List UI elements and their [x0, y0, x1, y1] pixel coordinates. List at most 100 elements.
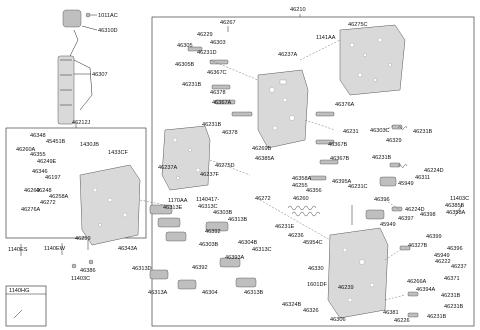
- part-label: 46356: [306, 188, 322, 194]
- part-label: 1141AA: [316, 35, 336, 41]
- part-label: 46260: [24, 188, 40, 194]
- part-label: 46385B: [445, 203, 465, 209]
- part-label: 1433CF: [108, 150, 128, 156]
- part-label: 46226: [394, 318, 410, 324]
- sub-valve-body: [79, 164, 141, 246]
- part-label: 46395A: [332, 179, 352, 185]
- part-label: 46272: [40, 200, 56, 206]
- part-label: 46397: [398, 216, 414, 222]
- part-label: 46258A: [49, 194, 69, 200]
- part-label: 46303B: [199, 242, 219, 248]
- part-label: 46266A: [407, 279, 427, 285]
- part-label: 46313C: [252, 247, 272, 253]
- part-label: 46231B: [441, 293, 461, 299]
- part-label: 46355: [30, 152, 46, 158]
- separator-plate-46275d: [161, 125, 211, 191]
- part-label: 46305B: [175, 62, 195, 68]
- part-label: 46313D: [132, 266, 152, 272]
- springs: [287, 126, 408, 217]
- part-label: 46259: [75, 236, 91, 242]
- part-label: 46367B: [328, 142, 348, 148]
- part-label: 46224D: [405, 207, 425, 213]
- part-label: 46386: [80, 268, 96, 274]
- part-label: 46367B: [330, 156, 350, 162]
- part-label: 46371: [444, 276, 460, 282]
- part-label: 46231B: [427, 314, 447, 320]
- part-label: 46313A: [148, 290, 168, 296]
- part-label: 46306: [330, 317, 346, 323]
- part-label: 1140417-: [196, 197, 220, 203]
- part-label: 46313B: [228, 217, 248, 223]
- part-label: 46326: [303, 308, 319, 314]
- part-label: 46275D: [215, 163, 235, 169]
- lower-valve-body: [327, 227, 389, 319]
- part-label: 1601DF: [307, 282, 327, 288]
- part-label: 45954C: [303, 240, 323, 246]
- part-label: 45949: [398, 181, 414, 187]
- part-label: 46303: [210, 40, 226, 46]
- part-label: 46393A: [225, 255, 245, 261]
- part-label: 45451B: [46, 139, 66, 145]
- valve-spools: [187, 46, 419, 318]
- part-label: 46267: [220, 20, 236, 26]
- main-assembly-frame: [151, 16, 475, 327]
- part-label: 46272: [255, 196, 271, 202]
- separator-plate-46275c: [339, 24, 406, 96]
- part-label: 46304: [202, 290, 218, 296]
- part-label: 46231D: [197, 50, 217, 56]
- part-label: 46237: [451, 264, 467, 270]
- solenoids: [149, 176, 397, 290]
- part-label: 46311: [415, 175, 431, 181]
- part-label: 46260A: [16, 147, 36, 153]
- part-label: 45949: [434, 253, 450, 259]
- part-label: 46237A: [278, 52, 298, 58]
- part-label: 46231B: [202, 122, 222, 128]
- part-label: 46305: [177, 43, 193, 49]
- part-label: 46307: [92, 72, 108, 78]
- part-label: 46358A: [446, 210, 466, 216]
- part-label: 1430JB: [80, 142, 99, 148]
- part-label: 46343A: [118, 246, 138, 252]
- part-label: 46381: [383, 310, 399, 316]
- part-label: 46237F: [200, 172, 219, 178]
- part-label: 46236: [288, 233, 304, 239]
- part-label: 46399: [426, 234, 442, 240]
- part-label: 46367C: [207, 70, 227, 76]
- part-label: 46260: [293, 196, 309, 202]
- part-label: 46396: [447, 246, 463, 252]
- part-label: 46239: [338, 285, 354, 291]
- part-label: 1140EW: [44, 246, 66, 252]
- part-label: 46398: [420, 212, 436, 218]
- part-label: 46231: [343, 129, 359, 135]
- part-label: 46269B: [252, 146, 272, 152]
- part-label: 46231B: [182, 82, 202, 88]
- bolt-inset-frame: [5, 285, 47, 327]
- part-label: 46197: [45, 175, 61, 181]
- part-label: 46313C: [198, 204, 218, 210]
- part-label: 46276A: [21, 207, 41, 213]
- part-label: 46229: [197, 32, 213, 38]
- part-label: 46378: [210, 90, 226, 96]
- part-label: 46348: [30, 133, 46, 139]
- part-label: 45949: [380, 222, 396, 228]
- part-label: 46313B: [244, 290, 264, 296]
- part-label: 46231C: [348, 184, 368, 190]
- part-label: 46367A: [212, 100, 232, 106]
- part-label: 46376A: [335, 102, 355, 108]
- part-label: 46210: [290, 7, 306, 13]
- part-label: 1170AA: [168, 198, 188, 204]
- part-label: 1140HG: [9, 288, 30, 294]
- upper-valve-body: [257, 69, 309, 149]
- part-label: 46231B: [413, 129, 433, 135]
- part-label: 46303B: [213, 210, 233, 216]
- part-label: 46231B: [372, 155, 392, 161]
- part-label: 46396: [374, 197, 390, 203]
- part-label: 46330: [308, 266, 324, 272]
- bolt-1011ac: [85, 12, 91, 18]
- part-label: 46378: [222, 130, 238, 136]
- assembly-guides: [139, 39, 406, 301]
- part-label: 46304B: [238, 240, 258, 246]
- bolts: [13, 204, 463, 319]
- part-label: 11403C: [71, 276, 91, 282]
